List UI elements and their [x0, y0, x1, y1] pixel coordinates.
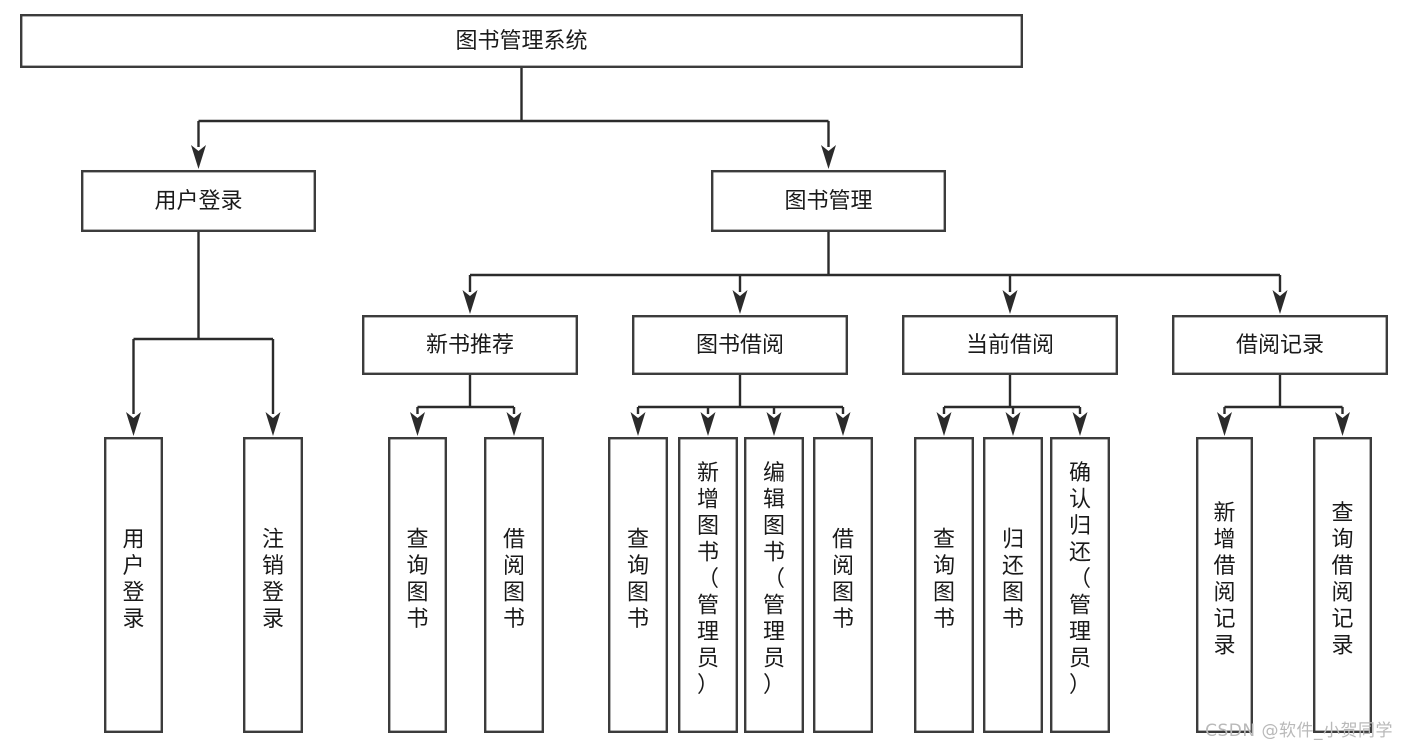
node-label: 用户登录: [122, 527, 144, 632]
node-label: 确认归还（管理员）: [1069, 461, 1091, 698]
arrow-head-icon: [1335, 412, 1350, 436]
node-box: [914, 437, 975, 734]
node-l3-c-query[interactable]: 查询图书: [914, 437, 975, 734]
arrow-head-icon: [732, 290, 748, 314]
node-l3-user-logout[interactable]: 注销登录: [242, 437, 303, 734]
node-box: [1171, 315, 1388, 376]
node-box: [484, 437, 545, 734]
node-label: 新增借阅记录: [1213, 501, 1235, 659]
node-l3-b-edit[interactable]: 编辑图书（管理员）: [744, 437, 805, 734]
node-l3-user-login[interactable]: 用户登录: [103, 437, 163, 734]
node-label: 图书借阅: [696, 333, 784, 358]
edge-layer: [126, 68, 1350, 436]
node-root[interactable]: 图书管理系统: [20, 13, 1023, 68]
node-box: [744, 437, 805, 734]
node-label: 图书管理: [784, 189, 872, 214]
node-l3-c-return[interactable]: 归还图书: [983, 437, 1044, 734]
node-box: [711, 169, 947, 232]
node-box: [983, 437, 1044, 734]
node-label: 编辑图书（管理员）: [763, 461, 785, 698]
node-l1-user[interactable]: 用户登录: [80, 169, 317, 232]
node-l2-new[interactable]: 新书推荐: [362, 315, 579, 376]
node-label: 注销登录: [262, 527, 284, 632]
arrow-head-icon: [126, 412, 141, 436]
node-box: [902, 315, 1119, 376]
node-box: [813, 437, 874, 734]
arrow-head-icon: [936, 412, 952, 436]
arrow-head-icon: [462, 290, 478, 314]
node-l2-record[interactable]: 借阅记录: [1171, 315, 1388, 376]
arrow-head-icon: [265, 412, 281, 436]
node-layer: 图书管理系统用户登录图书管理新书推荐图书借阅当前借阅借阅记录用户登录注销登录查询…: [20, 13, 1388, 734]
node-label: 归还图书: [1002, 527, 1024, 632]
arrow-head-icon: [700, 412, 716, 436]
arrow-head-icon: [630, 412, 646, 436]
node-l3-r-query[interactable]: 查询借阅记录: [1312, 437, 1372, 734]
node-label: 查询图书: [627, 527, 649, 632]
arrow-head-icon: [1002, 290, 1018, 314]
node-box: [608, 437, 669, 734]
node-box: [242, 437, 303, 734]
node-box: [80, 169, 317, 232]
node-box: [388, 437, 448, 734]
arrow-head-icon: [1072, 412, 1088, 436]
node-label: 借阅图书: [832, 527, 854, 632]
node-l1-book[interactable]: 图书管理: [711, 169, 947, 232]
node-l3-new-borrow[interactable]: 借阅图书: [484, 437, 545, 734]
node-l3-b-add[interactable]: 新增图书（管理员）: [678, 437, 739, 734]
node-box: [632, 315, 849, 376]
node-label: 新增图书（管理员）: [697, 461, 719, 698]
node-box: [1312, 437, 1372, 734]
node-l3-b-borrow[interactable]: 借阅图书: [813, 437, 874, 734]
node-l3-c-confirm[interactable]: 确认归还（管理员）: [1049, 437, 1110, 734]
node-box: [1195, 437, 1253, 734]
node-label: 新书推荐: [426, 333, 514, 358]
arrow-head-icon: [1005, 412, 1021, 436]
node-label: 查询图书: [406, 527, 428, 632]
arrow-head-icon: [1272, 290, 1288, 314]
node-box: [362, 315, 579, 376]
node-l3-new-query[interactable]: 查询图书: [388, 437, 448, 734]
arrow-head-icon: [506, 412, 522, 436]
arrow-head-icon: [1217, 412, 1232, 436]
watermark-csdn: CSDN @软件_小贺同学: [1205, 721, 1393, 741]
arrow-head-icon: [766, 412, 782, 436]
node-label: 用户登录: [154, 189, 242, 214]
node-box: [20, 13, 1023, 68]
node-l3-r-add[interactable]: 新增借阅记录: [1195, 437, 1253, 734]
arrow-head-icon: [835, 412, 851, 436]
node-l2-current[interactable]: 当前借阅: [902, 315, 1119, 376]
node-box: [103, 437, 163, 734]
node-l3-b-query[interactable]: 查询图书: [608, 437, 669, 734]
node-label: 借阅记录: [1236, 333, 1324, 358]
node-label: 当前借阅: [966, 333, 1054, 358]
node-label: 借阅图书: [503, 527, 525, 632]
node-label: 查询图书: [933, 527, 955, 632]
arrow-head-icon: [410, 412, 425, 436]
node-box: [1049, 437, 1110, 734]
arrow-head-icon: [821, 145, 836, 169]
arrow-head-icon: [191, 145, 206, 169]
node-box: [678, 437, 739, 734]
node-label: 图书管理系统: [455, 29, 587, 54]
node-l2-borrow[interactable]: 图书借阅: [632, 315, 849, 376]
node-label: 查询借阅记录: [1331, 501, 1353, 659]
